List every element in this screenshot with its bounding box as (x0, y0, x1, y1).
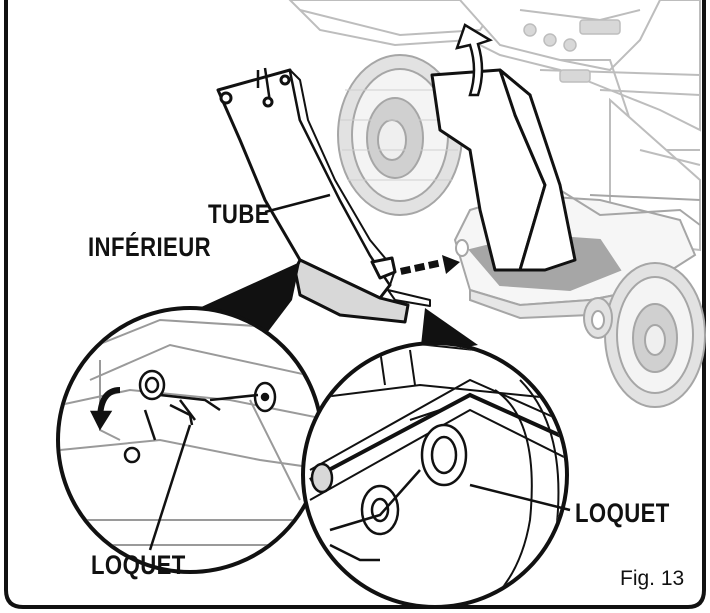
latch-label-right: LOQUET (575, 498, 670, 528)
tube-label: TUBE (208, 199, 270, 229)
slide-arrow-icon (400, 255, 460, 275)
detail-left (56, 262, 324, 574)
tube-leader-line (264, 193, 331, 214)
deck-roller (455, 239, 613, 339)
tube-label-line2: INFÉRIEUR (88, 232, 212, 262)
right-latch-leader-line (469, 483, 571, 512)
lower-tube (216, 67, 431, 324)
lift-arrow-icon (455, 23, 493, 97)
front-wheel (604, 262, 706, 408)
control-panel (523, 19, 621, 83)
latch-label-left: LOQUET (91, 550, 186, 580)
detail-right (301, 308, 571, 609)
left-latch-leader-line (148, 424, 192, 551)
figure-number: Fig. 13 (620, 567, 685, 590)
rear-wheel (337, 54, 463, 216)
frame-border (4, 0, 706, 609)
upper-chute (430, 68, 577, 272)
